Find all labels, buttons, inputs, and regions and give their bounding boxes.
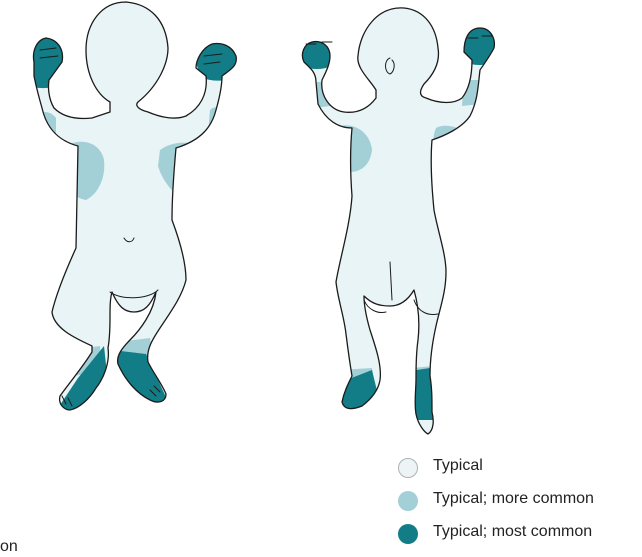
legend-label: Typical; most common (433, 523, 592, 541)
back-body-silhouette (302, 8, 494, 434)
front-left-foot-patch (50, 346, 112, 420)
back-left-hand-patch (292, 20, 344, 69)
front-view (20, 2, 246, 420)
back-left-forearm-patch (310, 82, 330, 108)
back-right-hand-patch (454, 14, 504, 65)
dark-circle-icon (398, 524, 418, 544)
front-right-hand-patch (186, 40, 246, 81)
mid-circle-icon (398, 491, 418, 511)
legend-label: Typical (433, 457, 483, 475)
back-right-shoulder-patch (433, 126, 474, 169)
back-right-foot-patch (404, 368, 440, 420)
light-circle-icon (398, 458, 418, 478)
legend-label: Typical; more common (433, 490, 594, 508)
back-view (292, 8, 504, 434)
truncated-caption-fragment: on (0, 538, 18, 556)
